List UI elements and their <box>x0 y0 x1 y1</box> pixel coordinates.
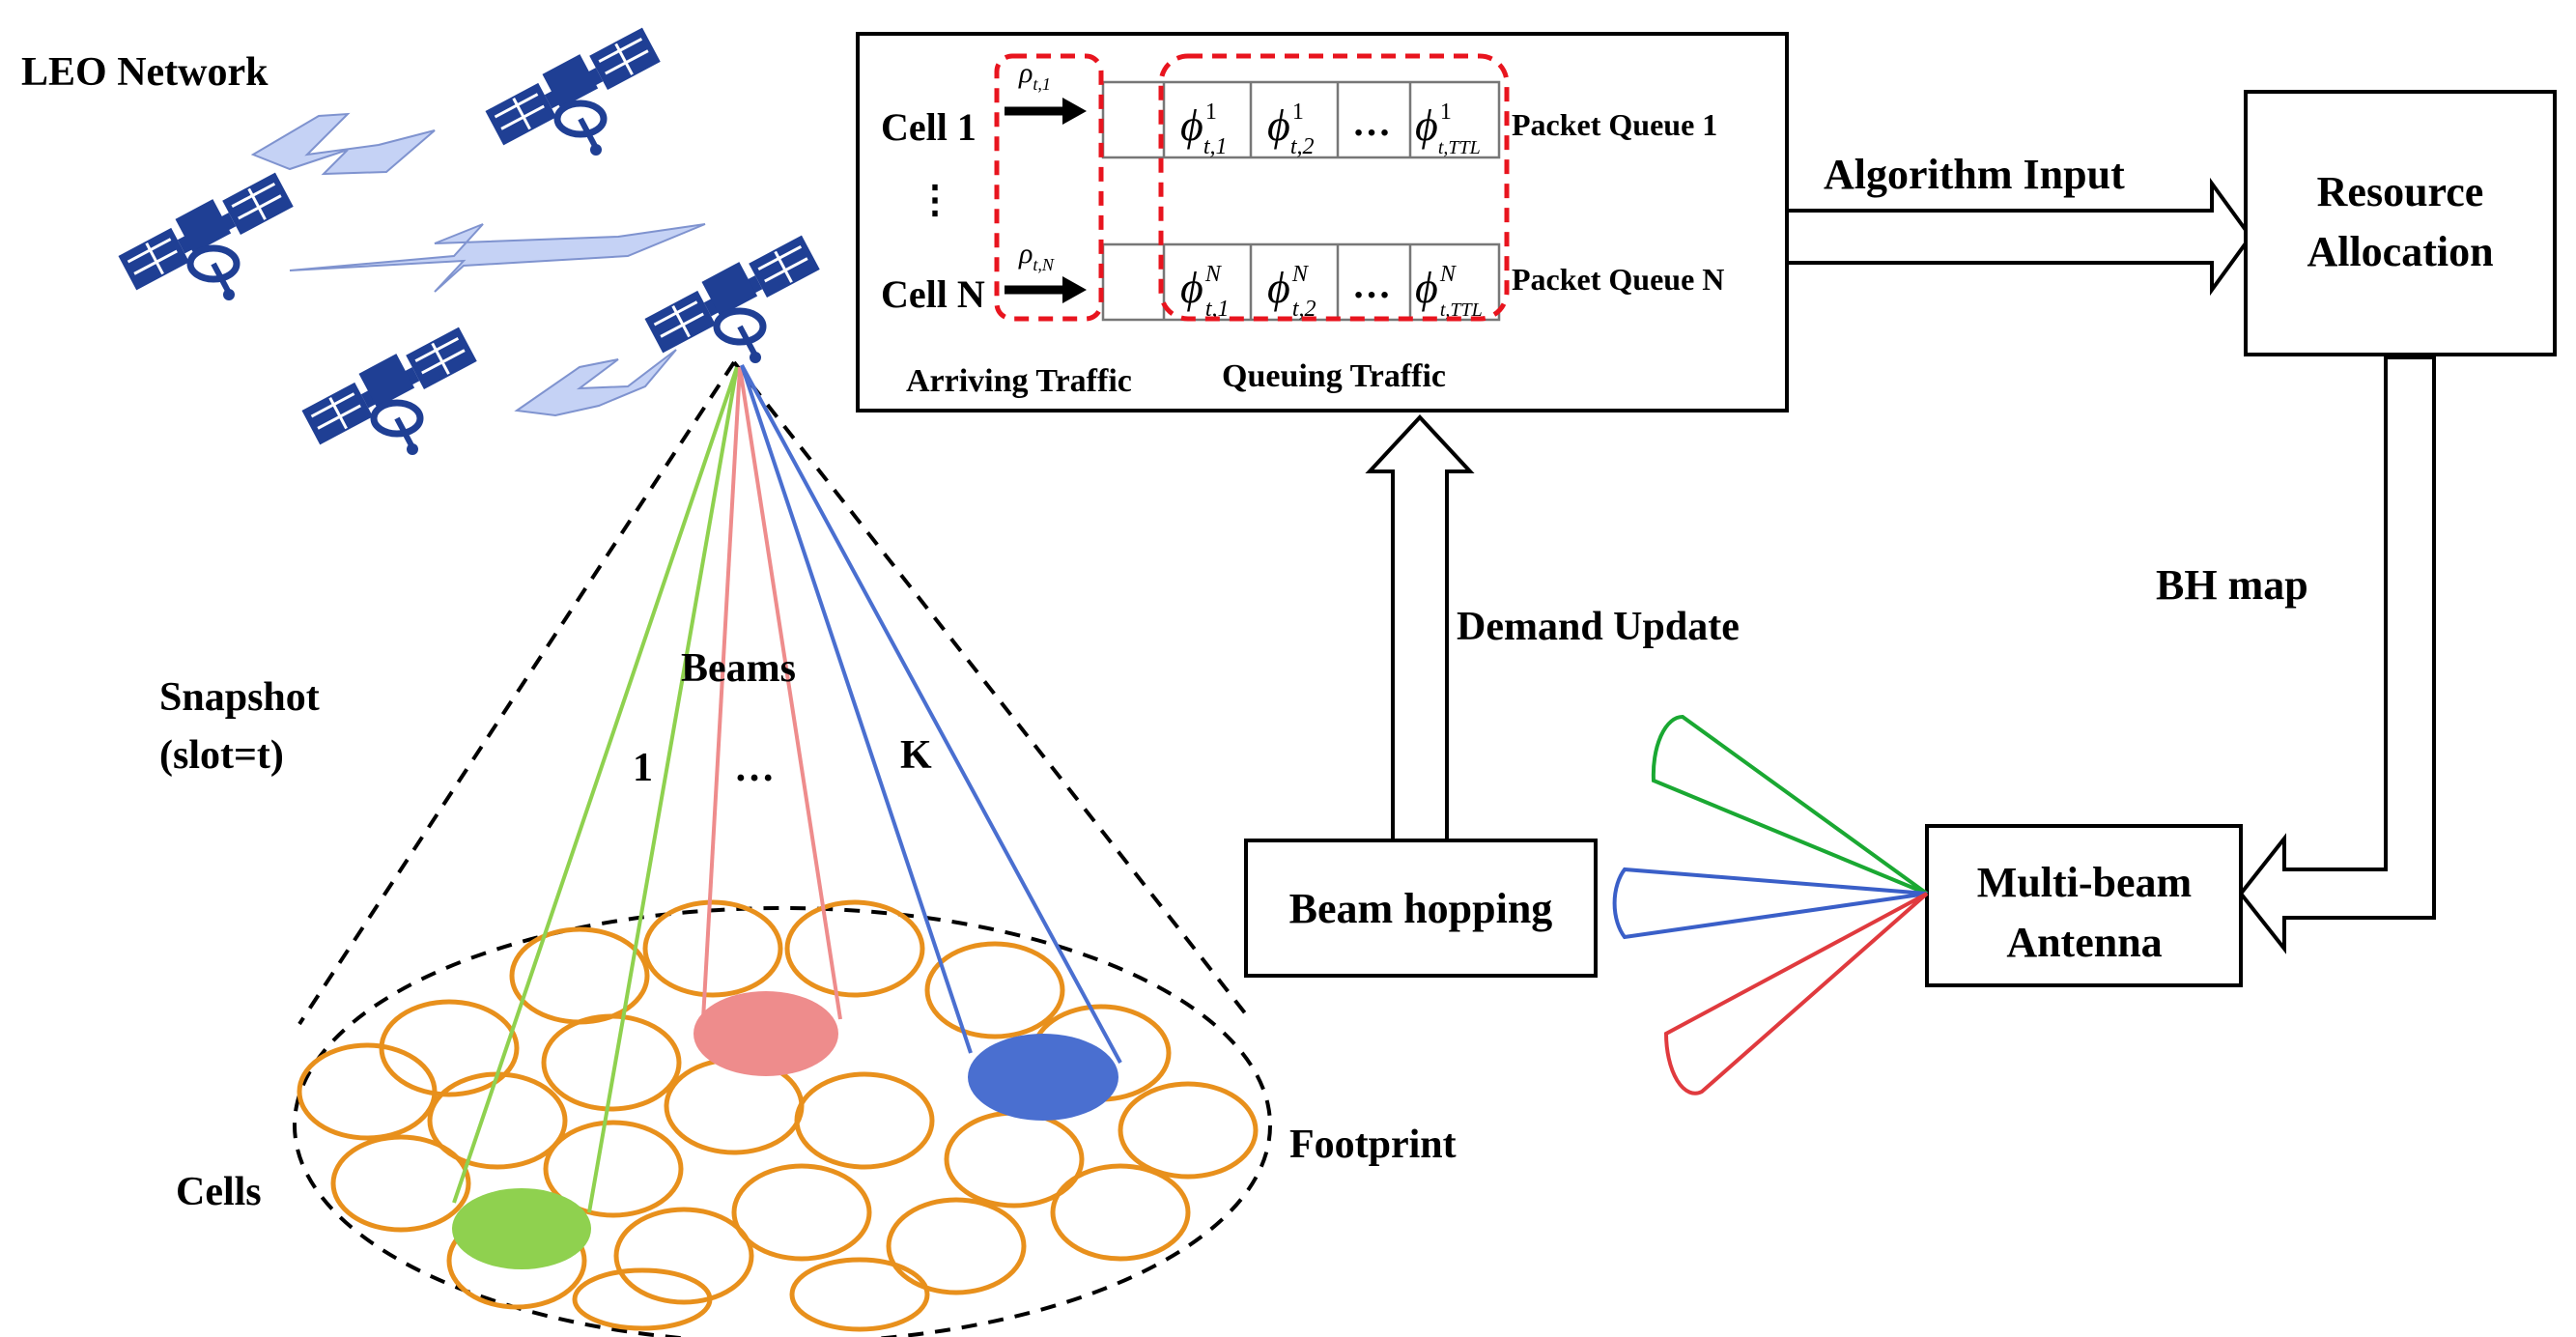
antenna-beam-fans <box>1612 714 1929 1095</box>
beam-blue <box>740 364 1122 1121</box>
resource-allocation-box: Resource Allocation <box>2244 90 2557 356</box>
multibeam-antenna-line2: Antenna <box>2006 919 2162 966</box>
cell-n-label: Cell N <box>881 272 985 316</box>
lightning-link-icon <box>514 349 677 417</box>
queuing-traffic-frame <box>1158 53 1510 322</box>
satellite-network <box>119 28 820 455</box>
beams-label: Beams <box>681 646 796 691</box>
arriving-traffic-frame <box>994 53 1104 322</box>
algorithm-input-label: Algorithm Input <box>1824 151 2125 198</box>
leo-network-label: LEO Network <box>21 50 269 95</box>
multibeam-antenna-box: Multi-beam Antenna <box>1925 824 2243 987</box>
queue-panel: Cell 1 ⋮ Cell N ρt,1 ρt,N <box>856 32 1789 412</box>
bh-map-label: BH map <box>2156 561 2308 609</box>
packet-queue-1-label: Packet Queue 1 <box>1512 107 1717 142</box>
cells-label: Cells <box>176 1170 262 1214</box>
footprint-ellipse <box>293 906 1272 1337</box>
satellite-icon <box>645 236 820 363</box>
beam-k-label: K <box>900 733 932 778</box>
rho-n-symbol: ρt,N <box>1018 238 1055 274</box>
queuing-traffic-label: Queuing Traffic <box>1222 358 1446 394</box>
lightning-link-icon <box>289 223 706 293</box>
vdots-label: ⋮ <box>916 178 954 221</box>
resource-allocation-line1: Resource <box>2317 168 2484 215</box>
satellite-icon <box>302 327 477 455</box>
beam-green <box>452 366 739 1269</box>
arriving-traffic-label: Arriving Traffic <box>906 363 1132 399</box>
demand-update-label: Demand Update <box>1457 605 1740 649</box>
queue-1-ellipsis: … <box>1352 100 1391 144</box>
beam-hopping-box: Beam hopping <box>1244 839 1598 978</box>
algorithm-input-arrow <box>1785 177 2253 297</box>
demand-update-arrow <box>1365 414 1475 842</box>
bh-map-arrow <box>2238 356 2436 954</box>
satellite-icon <box>486 28 661 156</box>
arrival-arrow <box>1005 98 1087 125</box>
beam-1-label: 1 <box>633 746 653 790</box>
beam-red <box>694 366 842 1076</box>
snapshot-label: Snapshot <box>159 675 320 720</box>
cell-1-label: Cell 1 <box>881 105 977 149</box>
satellite-icon <box>119 173 294 300</box>
beam-dots-label: … <box>734 746 775 790</box>
coverage-cone <box>297 360 1248 1026</box>
multibeam-antenna-line1: Multi-beam <box>1977 859 2192 906</box>
resource-allocation-line2: Allocation <box>2307 228 2493 275</box>
footprint-label: Footprint <box>1289 1123 1457 1167</box>
packet-queue-n-label: Packet Queue N <box>1512 262 1724 297</box>
beam-hopping-label: Beam hopping <box>1289 885 1553 932</box>
slot-label: (slot=t) <box>159 733 284 778</box>
arrival-arrow <box>1005 276 1087 303</box>
cell-grid <box>297 899 1259 1332</box>
rho-1-symbol: ρt,1 <box>1018 57 1051 94</box>
lightning-link-icon <box>250 112 436 176</box>
queue-n-ellipsis: … <box>1352 263 1391 306</box>
